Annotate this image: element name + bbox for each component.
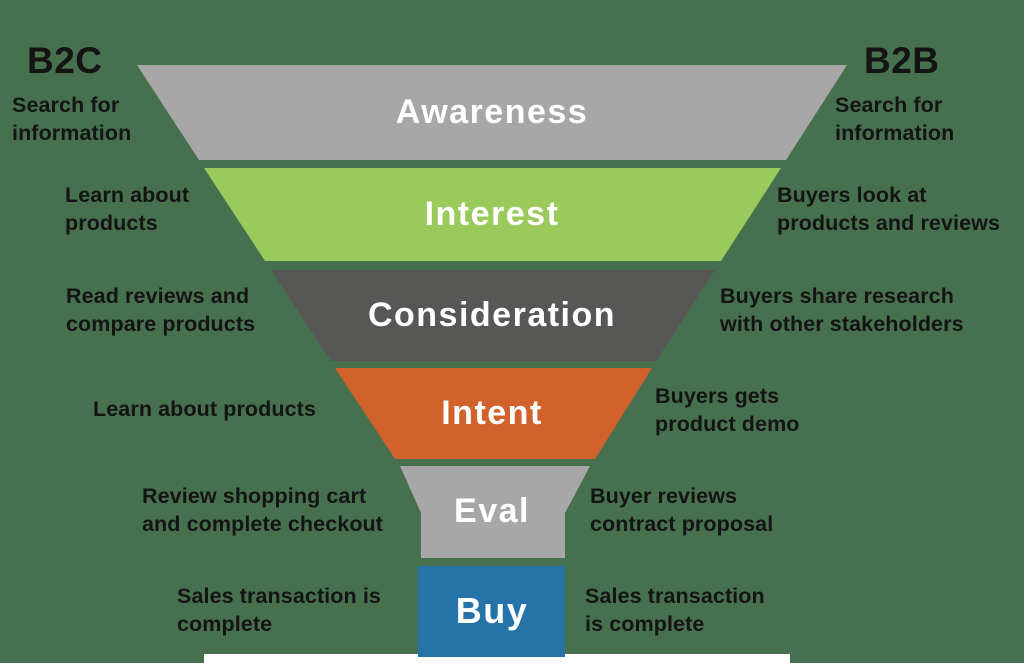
b2c-label-consideration: Read reviews and compare products — [66, 284, 256, 336]
b2c-label-interest: Learn about products — [65, 183, 190, 235]
stage-label-awareness: Awareness — [395, 93, 589, 131]
stage-shape-eval — [400, 466, 590, 558]
stage-label-intent: Intent — [441, 394, 543, 432]
stage-label-eval: Eval — [454, 492, 530, 530]
b2c-label-eval: Review shopping cart and complete checko… — [142, 484, 384, 536]
stage-label-buy: Buy — [455, 590, 529, 631]
stage-label-consideration: Consideration — [367, 296, 617, 334]
stage-shape-awareness — [137, 65, 847, 160]
b2b-label-intent: Buyers gets product demo — [655, 384, 800, 436]
stage-shape-interest — [204, 168, 781, 261]
stage-label-interest: Interest — [424, 195, 560, 233]
b2c-heading: B2C — [27, 40, 103, 81]
b2c-label-intent: Learn about products — [93, 397, 316, 421]
b2b-heading: B2B — [864, 40, 940, 81]
stage-shape-buy — [418, 566, 565, 657]
stage-shape-consideration — [271, 270, 715, 361]
b2b-label-consideration: Buyers share research with other stakeho… — [720, 284, 964, 336]
b2b-label-interest: Buyers look at products and reviews — [777, 183, 1001, 235]
b2c-label-buy: Sales transaction is complete — [177, 584, 381, 636]
b2b-label-eval: Buyer reviews contract proposal — [590, 484, 774, 536]
b2b-label-awareness: Search for information — [835, 93, 955, 145]
b2b-label-buy: Sales transaction is complete — [585, 584, 765, 636]
stage-shape-intent — [335, 368, 652, 459]
base-bar — [204, 654, 790, 663]
b2c-label-awareness: Search for information — [12, 93, 132, 145]
